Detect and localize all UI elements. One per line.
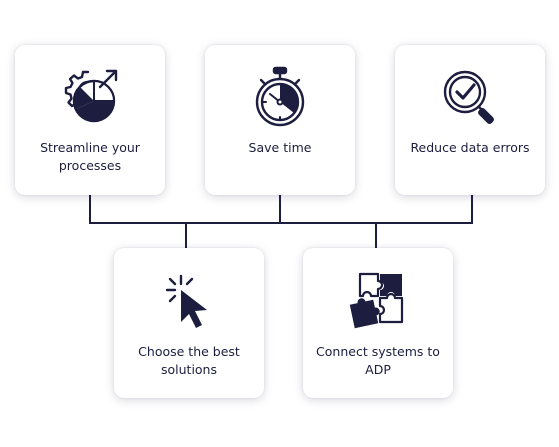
card-save-time: Save time — [205, 45, 355, 195]
magnifier-check-icon — [443, 70, 494, 124]
card-label-choose-best: Choose the best solutions — [138, 344, 240, 377]
stopwatch-icon — [255, 66, 305, 127]
card-reduce-data-errors: Reduce data errors — [395, 45, 545, 195]
card-choose-best-solutions: Choose the best solutions — [114, 248, 264, 398]
card-connect-systems-adp: Connect systems to ADP — [303, 248, 453, 398]
card-label-save-time: Save time — [248, 140, 312, 155]
cursor-click-icon — [165, 274, 207, 328]
card-streamline-processes: Streamline your processes — [15, 45, 165, 195]
gear-pie-chart-icon — [64, 69, 118, 123]
card-label-reduce-errors: Reduce data errors — [410, 140, 530, 155]
card-label-connect-systems: Connect systems to ADP — [316, 344, 440, 377]
puzzle-icon — [349, 272, 404, 329]
card-label-streamline: Streamline your processes — [40, 140, 140, 173]
